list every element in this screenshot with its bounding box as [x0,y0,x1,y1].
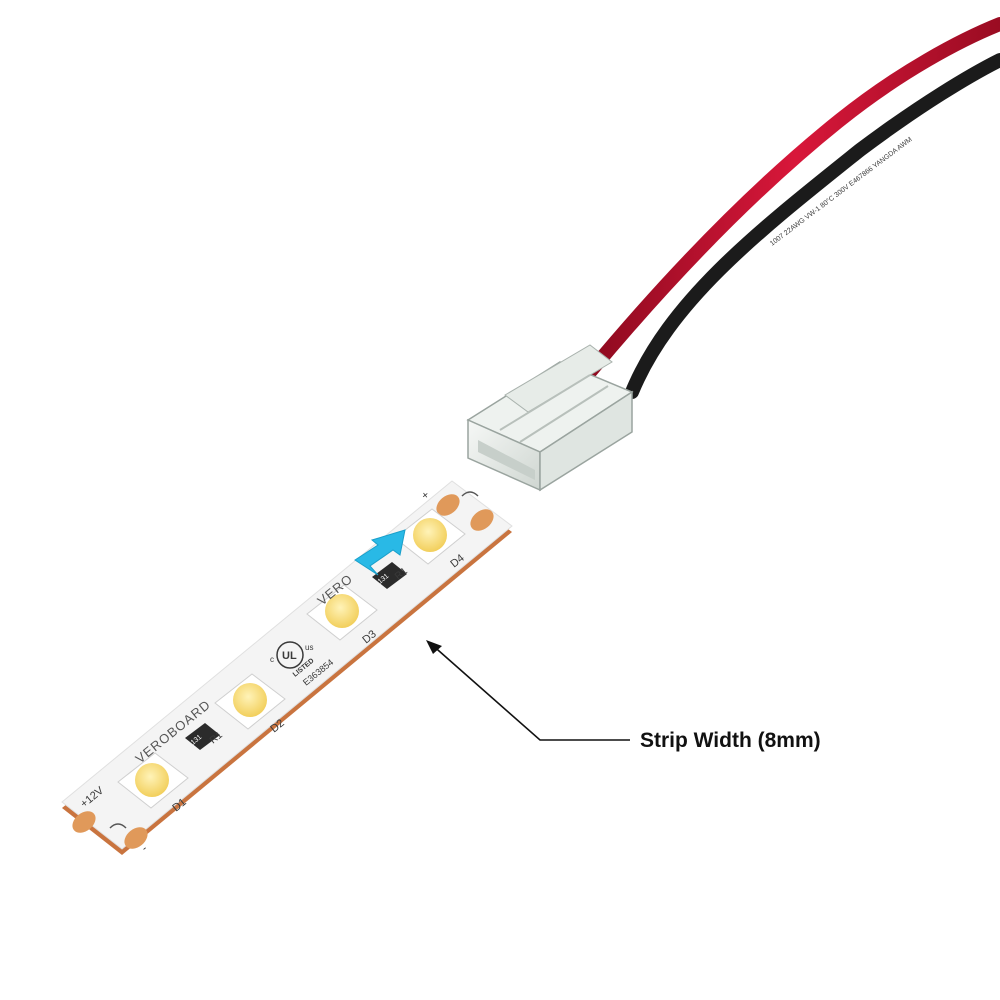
led-d3 [306,584,378,641]
ul-c-text: c [270,655,274,664]
insert-arrow-icon [354,529,406,576]
ul-us-text: us [305,643,313,652]
minus-label: - [139,842,150,854]
black-wire [625,53,1000,399]
led-d4 [394,508,466,565]
resistor-2 [372,562,407,589]
led-d2 [214,673,286,730]
callout-arrowhead [426,640,442,654]
led-d1 [117,752,189,809]
cable-print: 1007 22AWG VW-1 80°C 300V E467866 YANGDA… [768,135,913,247]
solder-pads [72,491,494,849]
strip-width-callout: Strip Width (8mm) [640,729,821,752]
clip-connector [466,344,634,492]
ul-mark-text: UL [282,650,297,662]
led-strip: +12V + - VEROBOARD VERO D1 D2 D3 D4 R1 R… [61,480,513,855]
resistor-1 [185,723,220,750]
red-wire [583,17,1000,379]
cable: 1007 22AWG VW-1 80°C 300V E467866 YANGDA… [583,17,1000,399]
callout-leader-line [429,642,630,741]
